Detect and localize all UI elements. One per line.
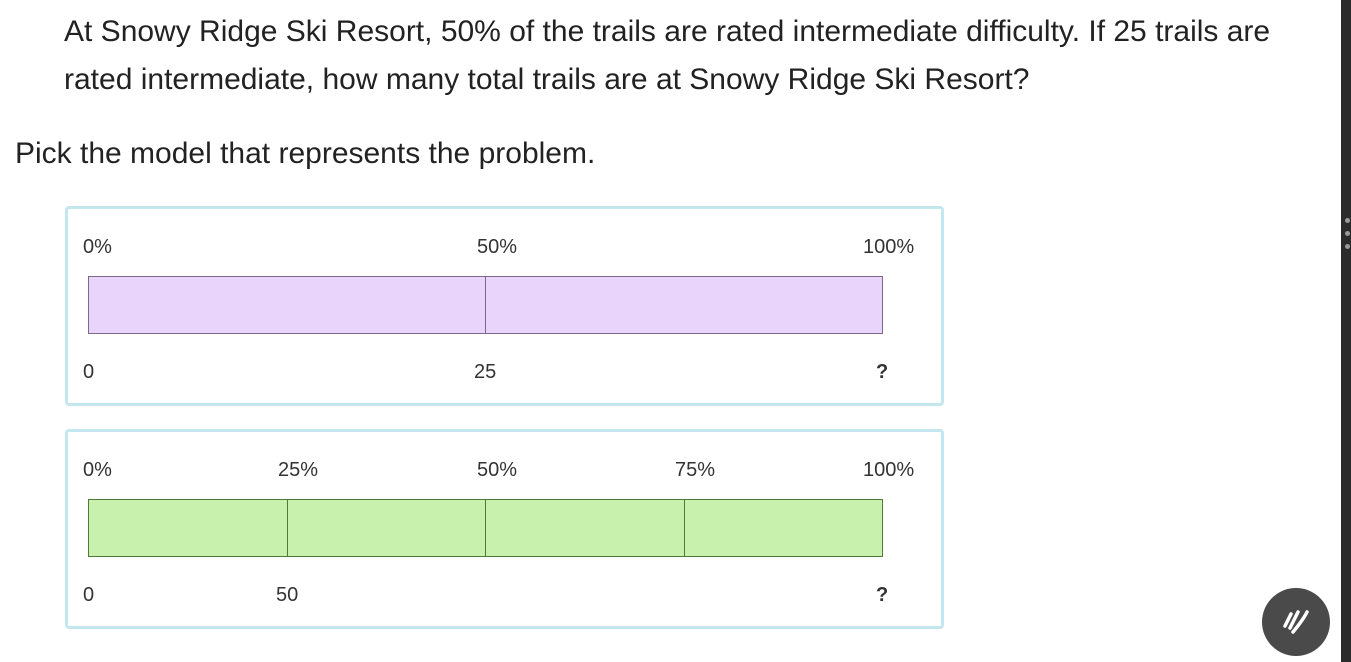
answer-choice-1[interactable]: 0% 50% 100% 0 25 ? [65, 206, 944, 406]
value-label: 50 [276, 584, 299, 606]
percent-label: 25% [278, 459, 319, 481]
percent-label: 100% [863, 236, 915, 258]
value-label: 25 [474, 361, 497, 383]
bar-segment [485, 500, 684, 556]
answer-choice-2[interactable]: 0% 25% 50% 75% 100% 0 50 ? [65, 429, 944, 629]
percent-label: 0% [83, 236, 112, 258]
value-label: 0 [83, 584, 95, 606]
scrollbar[interactable] [1341, 0, 1351, 662]
question-text: At Snowy Ridge Ski Resort, 50% of the tr… [64, 15, 1271, 96]
percent-label: 50% [477, 459, 518, 481]
unknown-value-label: ? [876, 361, 889, 383]
more-vertical-icon[interactable] [1343, 218, 1351, 258]
unknown-value-label: ? [876, 584, 889, 606]
bar-segment [89, 277, 485, 333]
brand-logo-icon[interactable] [1262, 588, 1330, 656]
bar-segment [485, 277, 882, 333]
bar-segment [286, 500, 485, 556]
percent-bar-model [88, 276, 883, 334]
value-label: 0 [83, 361, 95, 383]
percent-bar-model [88, 499, 883, 557]
percent-label: 0% [83, 459, 112, 481]
bar-segment [683, 500, 882, 556]
percent-label: 75% [675, 459, 716, 481]
prompt-text: Pick the model that represents the probl… [15, 137, 596, 170]
percent-label: 100% [863, 459, 915, 481]
bar-segment [89, 500, 287, 556]
percent-label: 50% [477, 236, 518, 258]
